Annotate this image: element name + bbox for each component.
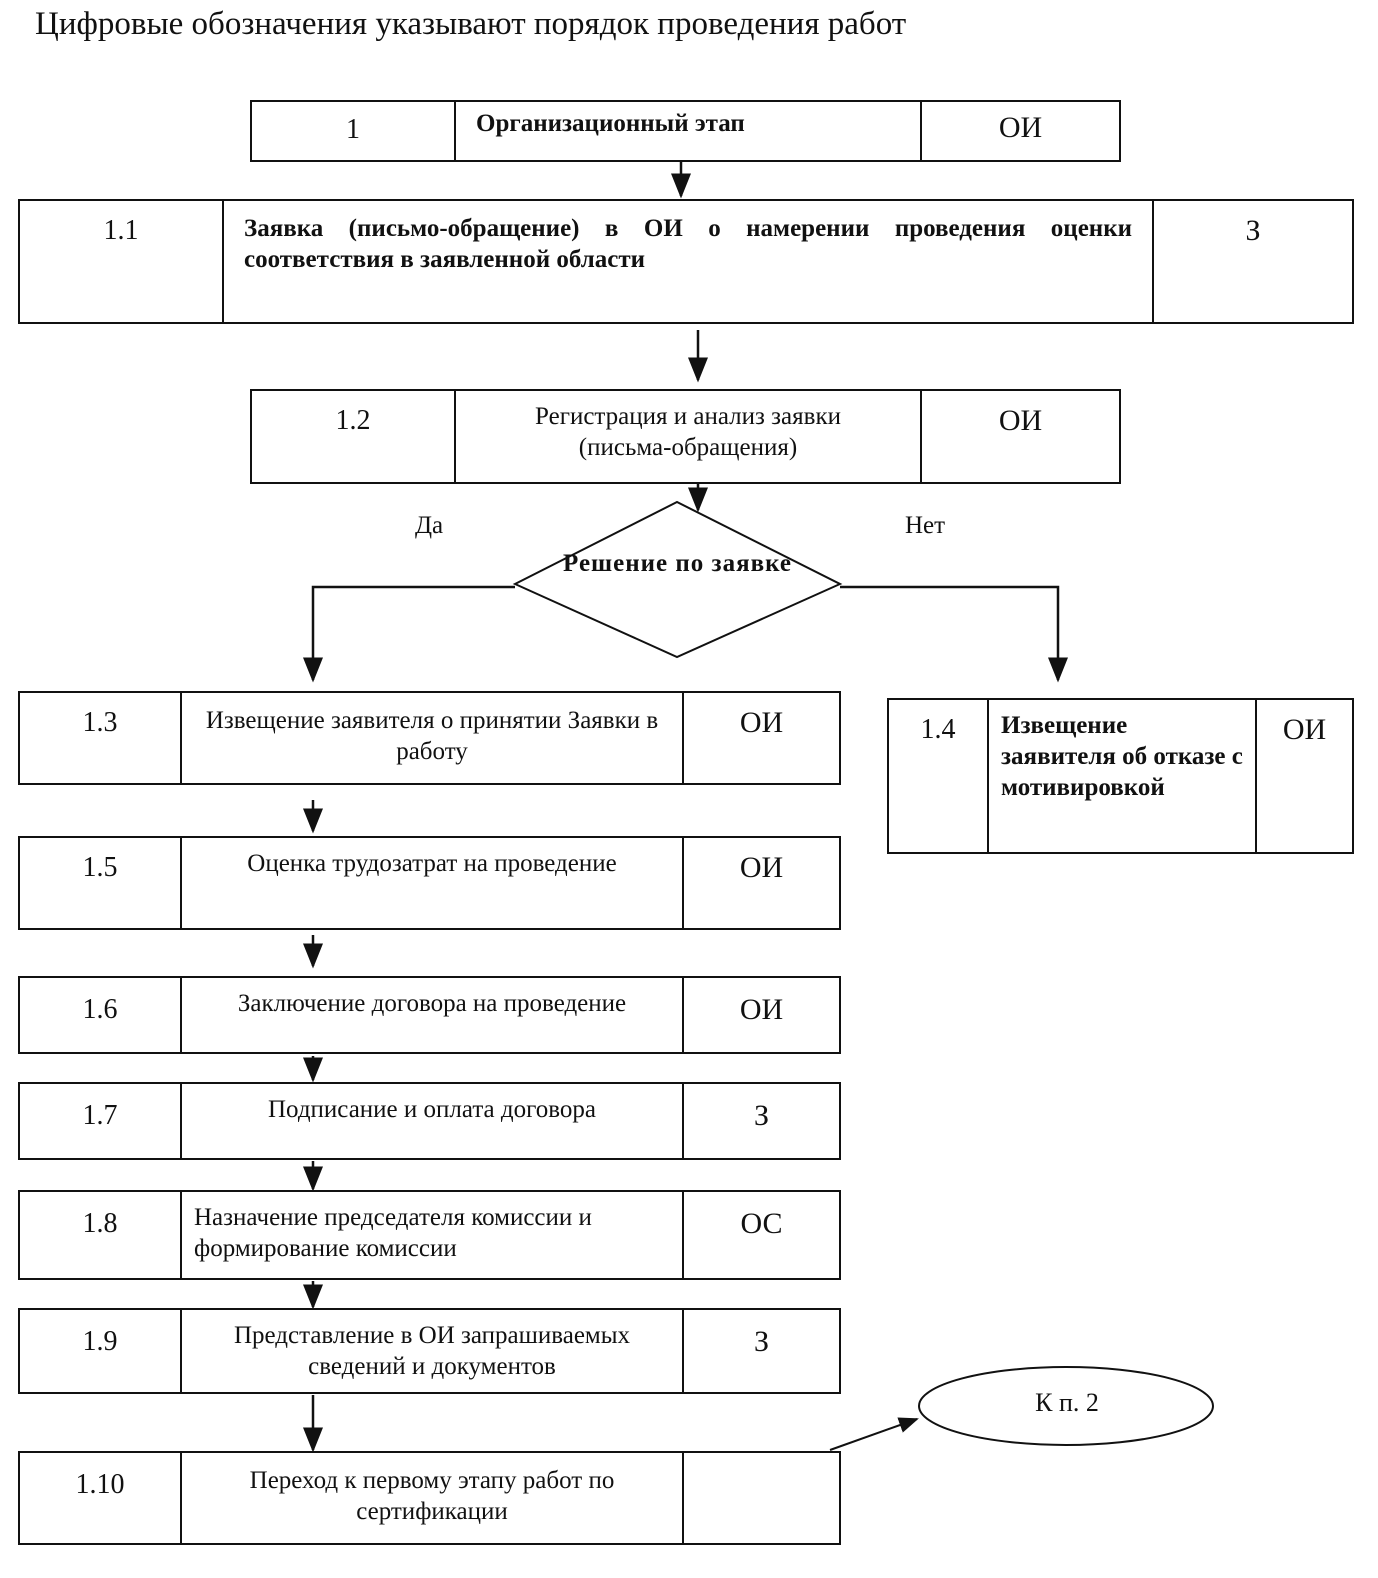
step-responsible: ОИ: [1255, 700, 1352, 852]
step-1-1: 1.1 Заявка (письмо-обращение) в ОИ о нам…: [18, 199, 1354, 324]
decision-diamond: [512, 500, 843, 659]
arrow-yes: [303, 585, 515, 683]
step-responsible: ОИ: [920, 102, 1119, 160]
step-number: 1.10: [75, 1469, 125, 1500]
step-responsible: ОИ: [920, 391, 1119, 482]
step-number: 1.4: [920, 714, 956, 745]
step-1-4: 1.4 Извещение заявителя об отказе с моти…: [887, 698, 1354, 854]
step-responsible: ОИ: [682, 693, 839, 783]
arrow: [829, 1417, 919, 1451]
step-1-5: 1.5 Оценка трудозатрат на проведение ОИ: [18, 836, 841, 930]
step-1-6: 1.6 Заключение договора на проведение ОИ: [18, 976, 841, 1054]
step-text: Оценка трудозатрат на проведение: [180, 838, 682, 928]
step-text: Извещение заявителя о принятии Заявки в …: [180, 693, 682, 783]
step-1: 1 Организационный этап ОИ: [250, 100, 1121, 162]
yes-label: Да: [415, 512, 444, 539]
next-step-text: К п. 2: [1035, 1388, 1099, 1417]
step-number: 1.7: [82, 1100, 118, 1131]
no-label: Нет: [905, 512, 946, 539]
step-1-10: 1.10 Переход к первому этапу работ по се…: [18, 1451, 841, 1545]
step-number: 1.8: [82, 1208, 118, 1239]
step-responsible: ОИ: [682, 978, 839, 1052]
decision-text: Решение по заявке: [563, 550, 792, 577]
step-text: Подписание и оплата договора: [180, 1084, 682, 1158]
step-number: 1.9: [82, 1326, 118, 1357]
step-1-7: 1.7 Подписание и оплата договора З: [18, 1082, 841, 1160]
step-number: 1.6: [82, 994, 118, 1025]
step-1-2: 1.2 Регистрация и анализ заявки (письма-…: [250, 389, 1121, 484]
step-text: Извещение заявителя об отказе с мотивиро…: [987, 700, 1255, 852]
step-responsible: З: [682, 1084, 839, 1158]
next-ellipse: [918, 1366, 1214, 1446]
step-text: Представление в ОИ запрашиваемых сведени…: [180, 1310, 682, 1392]
step-number: 1: [346, 114, 360, 145]
step-text: Организационный этап: [454, 102, 920, 160]
step-text: Переход к первому этапу работ по сертифи…: [180, 1453, 682, 1543]
step-1-9: 1.9 Представление в ОИ запрашиваемых све…: [18, 1308, 841, 1394]
step-1-8: 1.8 Назначение председателя комиссии и ф…: [18, 1190, 841, 1280]
page-title: Цифровые обозначения указывают порядок п…: [35, 6, 907, 42]
step-responsible: [682, 1453, 839, 1543]
step-1-3: 1.3 Извещение заявителя о принятии Заявк…: [18, 691, 841, 785]
step-responsible: З: [1152, 201, 1352, 322]
step-number: 1.1: [103, 215, 139, 246]
step-number: 1.3: [82, 707, 118, 738]
step-text: Назначение председателя комиссии и форми…: [180, 1192, 682, 1278]
step-number: 1.2: [335, 405, 371, 436]
step-responsible: ОИ: [682, 838, 839, 928]
step-responsible: ОС: [682, 1192, 839, 1278]
step-text: Регистрация и анализ заявки (письма-обра…: [454, 391, 920, 482]
step-text: Заявка (письмо-обращение) в ОИ о намерен…: [222, 201, 1152, 322]
step-number: 1.5: [82, 852, 118, 883]
arrow-no: [840, 585, 1068, 683]
step-responsible: З: [682, 1310, 839, 1392]
step-text: Заключение договора на проведение: [180, 978, 682, 1052]
